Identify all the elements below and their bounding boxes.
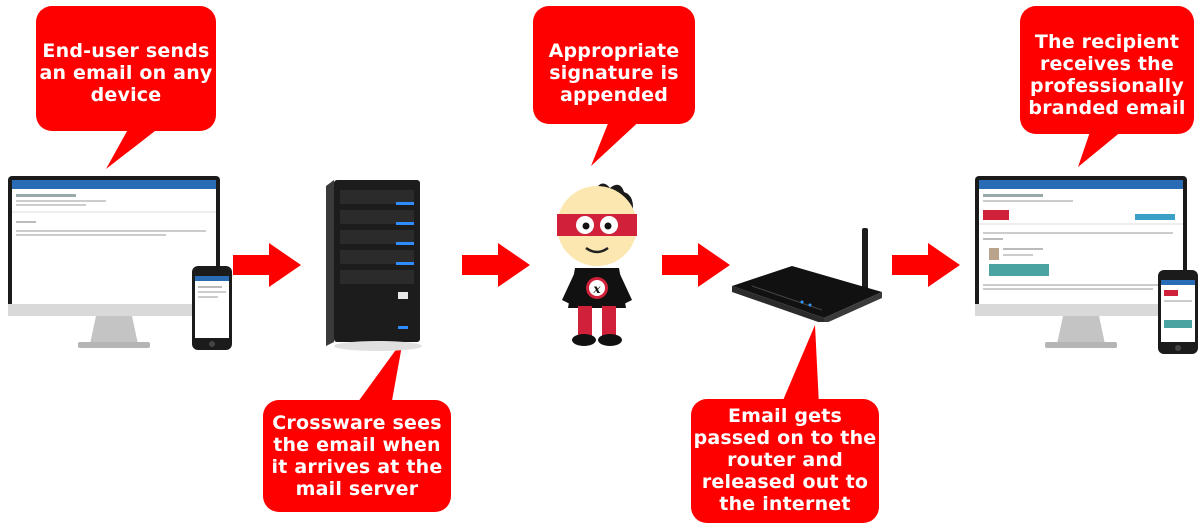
bubble-shape	[36, 6, 216, 169]
arrow-right-icon	[233, 243, 301, 287]
server-tower-icon	[326, 180, 422, 351]
bubble-crossware: Crossware sees the email when it arrives…	[263, 340, 451, 512]
arrow-right-icon	[892, 243, 960, 287]
bubble-signature: Appropriate signature is appended	[533, 6, 695, 167]
bubble-signature-text: Appropriate signature is appended	[548, 40, 680, 106]
router-icon	[732, 228, 882, 322]
bubble-shape	[1020, 6, 1194, 167]
bubble-shape	[691, 325, 879, 523]
bubble-shape	[533, 6, 695, 166]
desktop-monitor-icon	[975, 176, 1187, 348]
bubble-router-text: Email gets passed on to the router and r…	[693, 405, 877, 515]
bubble-shape	[263, 340, 451, 512]
bubble-recipient: The recipient receives the professionall…	[1020, 6, 1194, 168]
bubble-crossware-text: Crossware sees the email when it arrives…	[271, 412, 443, 500]
bubble-recipient-text: The recipient receives the professionall…	[1028, 31, 1186, 119]
bubble-router: Email gets passed on to the router and r…	[691, 325, 879, 523]
smartphone-icon	[192, 266, 232, 350]
arrow-right-icon	[462, 243, 530, 287]
arrow-right-icon	[662, 243, 730, 287]
desktop-monitor-icon	[8, 176, 220, 348]
bubble-end-user: End-user sends an email on any device	[36, 6, 216, 171]
mascot-badge: x	[592, 282, 601, 296]
bubble-end-user-text: End-user sends an email on any device	[39, 40, 213, 106]
smartphone-icon	[1158, 270, 1198, 354]
mascot-icon: x	[557, 183, 637, 346]
